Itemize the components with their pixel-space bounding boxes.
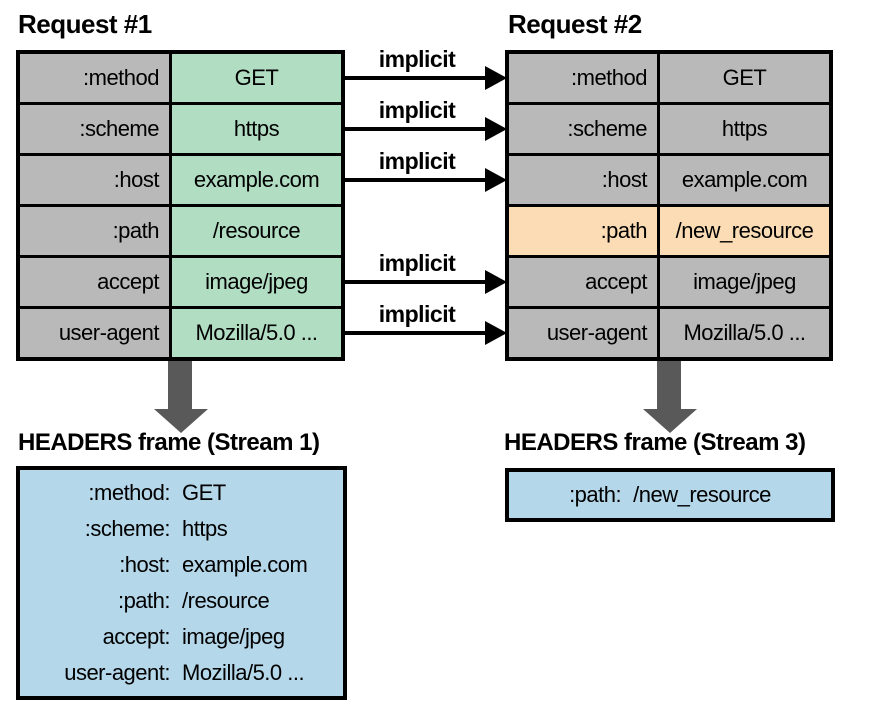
- request1-title: Request #1: [18, 9, 152, 39]
- frame-entry: accept: image/jpeg: [20, 619, 343, 655]
- implicit-label: implicit: [378, 148, 456, 174]
- table-row: :host example.com: [509, 153, 829, 204]
- frame-entry: user-agent: Mozilla/5.0 ...: [20, 655, 343, 691]
- frame-entry-value: Mozilla/5.0 ...: [182, 660, 305, 685]
- implicit-label: implicit: [378, 97, 456, 123]
- header-name-cell: accept: [509, 258, 660, 306]
- table-row: :method GET: [509, 54, 829, 102]
- implicit-arrow-line: [345, 127, 486, 131]
- down-arrow-icon: [643, 409, 697, 433]
- table-row: :host example.com: [20, 153, 341, 204]
- table-row: accept image/jpeg: [20, 255, 341, 306]
- implicit-label: implicit: [378, 250, 456, 276]
- request1-header-table: :method GET :scheme https :host example.…: [16, 50, 345, 361]
- header-value-cell: https: [172, 105, 341, 153]
- frame-entry-name: :scheme:: [84, 516, 171, 541]
- frame-entry: :path: /resource: [20, 583, 343, 619]
- frame-entry: :path: /new_resource: [569, 477, 771, 513]
- frame1-title: HEADERS frame (Stream 1): [18, 429, 320, 456]
- header-name-cell: user-agent: [509, 309, 660, 357]
- request2-title: Request #2: [508, 9, 642, 39]
- frame-entry-value: image/jpeg: [182, 624, 285, 649]
- frame-entry-value: example.com: [182, 552, 308, 577]
- implicit-label: implicit: [378, 301, 456, 327]
- headers-frame-stream3-box: :path: /new_resource: [505, 468, 835, 522]
- right-arrowhead-icon: [485, 168, 507, 192]
- frame-entry: :scheme: https: [20, 511, 343, 547]
- implicit-label: implicit: [378, 46, 456, 72]
- table-row: user-agent Mozilla/5.0 ...: [20, 306, 341, 357]
- header-name-cell: :host: [509, 156, 660, 204]
- header-value-cell: GET: [172, 54, 341, 102]
- table-row: :scheme https: [20, 102, 341, 153]
- header-name-cell: :scheme: [20, 105, 172, 153]
- frame-entry-name: :host:: [119, 552, 170, 577]
- header-name-cell: user-agent: [20, 309, 172, 357]
- header-value-cell: /new_resource: [660, 207, 829, 255]
- right-arrowhead-icon: [485, 66, 507, 90]
- frame-entry-value: /new_resource: [633, 482, 771, 507]
- down-arrow-icon: [154, 409, 208, 433]
- implicit-arrow-line: [345, 178, 486, 182]
- header-name-cell: accept: [20, 258, 172, 306]
- frame-entry: :method: GET: [20, 475, 343, 511]
- frame-entry-name: user-agent:: [64, 660, 170, 685]
- frame-entry: :host: example.com: [20, 547, 343, 583]
- header-value-cell: Mozilla/5.0 ...: [660, 309, 829, 357]
- implicit-arrow-line: [345, 331, 486, 335]
- header-value-cell: image/jpeg: [172, 258, 341, 306]
- right-arrowhead-icon: [485, 270, 507, 294]
- header-value-cell: /resource: [172, 207, 341, 255]
- implicit-arrow-line: [345, 76, 486, 80]
- down-arrow-request2-stem: [657, 361, 681, 409]
- header-name-cell: :host: [20, 156, 172, 204]
- header-name-cell: :path: [20, 207, 172, 255]
- header-value-cell: image/jpeg: [660, 258, 829, 306]
- header-value-cell: Mozilla/5.0 ...: [172, 309, 341, 357]
- header-value-cell: GET: [660, 54, 829, 102]
- header-name-cell: :path: [509, 207, 660, 255]
- table-row: :method GET: [20, 54, 341, 102]
- frame-entry-value: /resource: [182, 588, 270, 613]
- header-value-cell: example.com: [172, 156, 341, 204]
- request2-header-table: :method GET :scheme https :host example.…: [505, 50, 833, 361]
- frame-entry-value: GET: [182, 480, 226, 505]
- headers-frame-stream1-box: :method: GET :scheme: https :host: examp…: [16, 466, 347, 700]
- table-row: :scheme https: [509, 102, 829, 153]
- header-name-cell: :scheme: [509, 105, 660, 153]
- header-value-cell: https: [660, 105, 829, 153]
- frame-entry-name: :path:: [117, 588, 171, 613]
- header-value-cell: example.com: [660, 156, 829, 204]
- header-name-cell: :method: [509, 54, 660, 102]
- frame-entry-name: accept:: [102, 624, 171, 649]
- implicit-arrow-line: [345, 280, 486, 284]
- right-arrowhead-icon: [485, 321, 507, 345]
- frame-entry-name: :path:: [569, 482, 622, 507]
- header-name-cell: :method: [20, 54, 172, 102]
- table-row: accept image/jpeg: [509, 255, 829, 306]
- frame-entry-name: :method:: [88, 480, 170, 505]
- table-row-highlighted-path: :path /new_resource: [509, 204, 829, 255]
- down-arrow-request1-stem: [168, 361, 192, 409]
- frame-entry-value: https: [182, 516, 228, 541]
- table-row: user-agent Mozilla/5.0 ...: [509, 306, 829, 357]
- frame2-title: HEADERS frame (Stream 3): [504, 429, 806, 456]
- right-arrowhead-icon: [485, 117, 507, 141]
- table-row: :path /resource: [20, 204, 341, 255]
